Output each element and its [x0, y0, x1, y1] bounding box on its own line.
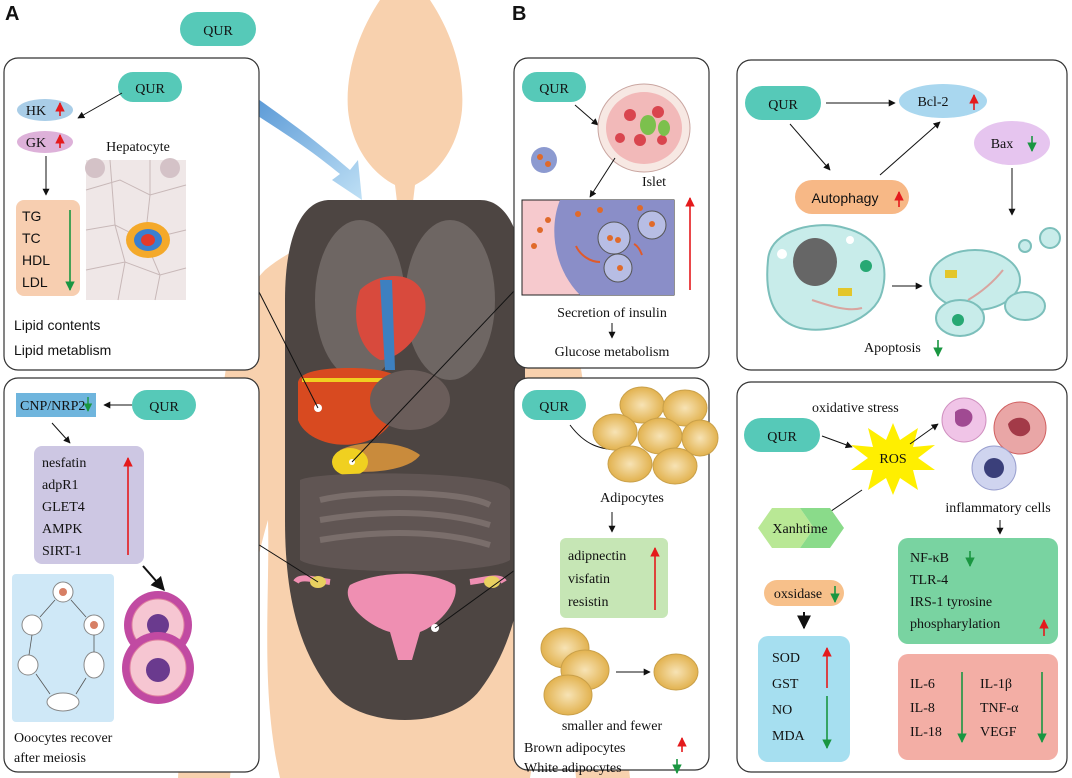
svg-text:White adipocytes: White adipocytes [524, 761, 622, 776]
xanthine-shape-icon [758, 508, 814, 548]
svg-text:Bax: Bax [991, 137, 1014, 152]
oocyte-icon [122, 591, 194, 704]
svg-text:IL-6: IL-6 [910, 677, 935, 692]
meiosis-cycle-icon [17, 581, 105, 712]
svg-text:GK: GK [26, 136, 46, 151]
svg-text:CNP/NRP2: CNP/NRP2 [20, 399, 85, 414]
svg-text:QUR: QUR [149, 400, 179, 415]
svg-text:Brown adipocytes: Brown adipocytes [524, 741, 625, 756]
svg-text:HK: HK [26, 104, 46, 119]
svg-text:Autophagy: Autophagy [812, 190, 879, 206]
svg-text:GLET4: GLET4 [42, 500, 85, 515]
svg-text:AMPK: AMPK [42, 522, 82, 537]
panel-b-label: B [512, 3, 526, 25]
svg-text:phospharylation: phospharylation [910, 617, 1000, 632]
svg-text:adpR1: adpR1 [42, 478, 79, 493]
svg-text:QUR: QUR [135, 82, 165, 97]
svg-text:Glucose metabolism: Glucose metabolism [555, 345, 670, 360]
large-adipocytes-icon [540, 627, 610, 716]
svg-text:TNF-α: TNF-α [980, 701, 1019, 716]
vesicle-icon [531, 147, 557, 173]
insulin-secretion-icon [521, 199, 675, 296]
ovary-panel: CNP/NRP2 QUR nesfatin adpR1 GLET4 AMPK S… [3, 377, 260, 773]
svg-text:nesfatin: nesfatin [42, 456, 86, 471]
oxidative-panel: oxidative stress QUR ROS inflammatory ce… [736, 381, 1068, 773]
islet-panel: QUR Islet [513, 57, 710, 369]
svg-text:TG: TG [22, 208, 41, 224]
svg-text:adipnectin: adipnectin [568, 549, 626, 564]
svg-text:IL-1β: IL-1β [980, 677, 1012, 692]
uterus-icon [347, 573, 456, 660]
svg-text:Ooocytes recover: Ooocytes recover [14, 731, 113, 746]
ovary-right-icon [484, 576, 500, 588]
adipocyte-cluster-icon [592, 386, 719, 485]
svg-text:GST: GST [772, 677, 799, 692]
svg-text:MDA: MDA [772, 729, 806, 744]
svg-text:Lipid metablism: Lipid metablism [14, 342, 111, 358]
apoptotic-cells-icon [929, 227, 1061, 337]
small-adipocyte-icon [653, 653, 699, 691]
apoptosis-panel: QUR Bcl-2 Bax Autophagy [736, 59, 1068, 371]
healthy-cell-icon [766, 224, 886, 331]
inflammatory-cells-icon [941, 397, 1047, 491]
svg-text:oxidative stress: oxidative stress [812, 401, 899, 416]
islet-icon [597, 83, 691, 173]
svg-text:Apoptosis: Apoptosis [864, 341, 921, 356]
qur-main-badge: QUR [180, 12, 256, 46]
svg-text:ROS: ROS [879, 452, 906, 467]
svg-text:LDL: LDL [22, 274, 48, 290]
svg-text:Secretion of insulin: Secretion of insulin [557, 306, 667, 321]
svg-text:inflammatory cells: inflammatory cells [945, 501, 1050, 516]
svg-text:SOD: SOD [772, 651, 800, 666]
organ-silhouette [285, 200, 525, 720]
svg-text:Xanhtime: Xanhtime [772, 522, 827, 537]
svg-text:HDL: HDL [22, 252, 50, 268]
svg-text:smaller and fewer: smaller and fewer [562, 719, 663, 734]
svg-text:TLR-4: TLR-4 [910, 573, 948, 588]
svg-text:VEGF: VEGF [980, 725, 1017, 740]
svg-text:Adipocytes: Adipocytes [600, 491, 664, 506]
svg-text:Lipid contents: Lipid contents [14, 317, 100, 333]
svg-text:after meiosis: after meiosis [14, 751, 86, 766]
panel-a-label: A [5, 3, 19, 25]
svg-text:Bcl-2: Bcl-2 [917, 95, 948, 110]
svg-text:Islet: Islet [642, 175, 666, 190]
svg-text:oxsidase: oxsidase [774, 587, 822, 602]
svg-text:QUR: QUR [539, 82, 569, 97]
svg-text:QUR: QUR [767, 430, 797, 445]
svg-text:QUR: QUR [768, 98, 798, 113]
svg-text:NO: NO [772, 703, 792, 718]
svg-text:SIRT-1: SIRT-1 [42, 544, 82, 559]
svg-text:TC: TC [22, 230, 41, 246]
svg-text:QUR: QUR [539, 400, 569, 415]
svg-text:resistin: resistin [568, 595, 608, 610]
svg-text:IL-8: IL-8 [910, 701, 935, 716]
svg-text:IRS-1 tyrosine: IRS-1 tyrosine [910, 595, 992, 610]
hepatocyte-icon [85, 158, 187, 301]
svg-text:NF-κB: NF-κB [910, 551, 949, 566]
liver-panel: QUR HK GK TG TC HDL LDL Hepatocyte [3, 57, 260, 371]
adipocyte-panel: QUR Adipocytes adipnectin visfatin resis… [513, 377, 719, 776]
svg-text:IL-18: IL-18 [910, 725, 942, 740]
svg-text:visfatin: visfatin [568, 572, 610, 587]
svg-text:QUR: QUR [203, 24, 233, 39]
hepatocyte-label: Hepatocyte [106, 140, 170, 155]
